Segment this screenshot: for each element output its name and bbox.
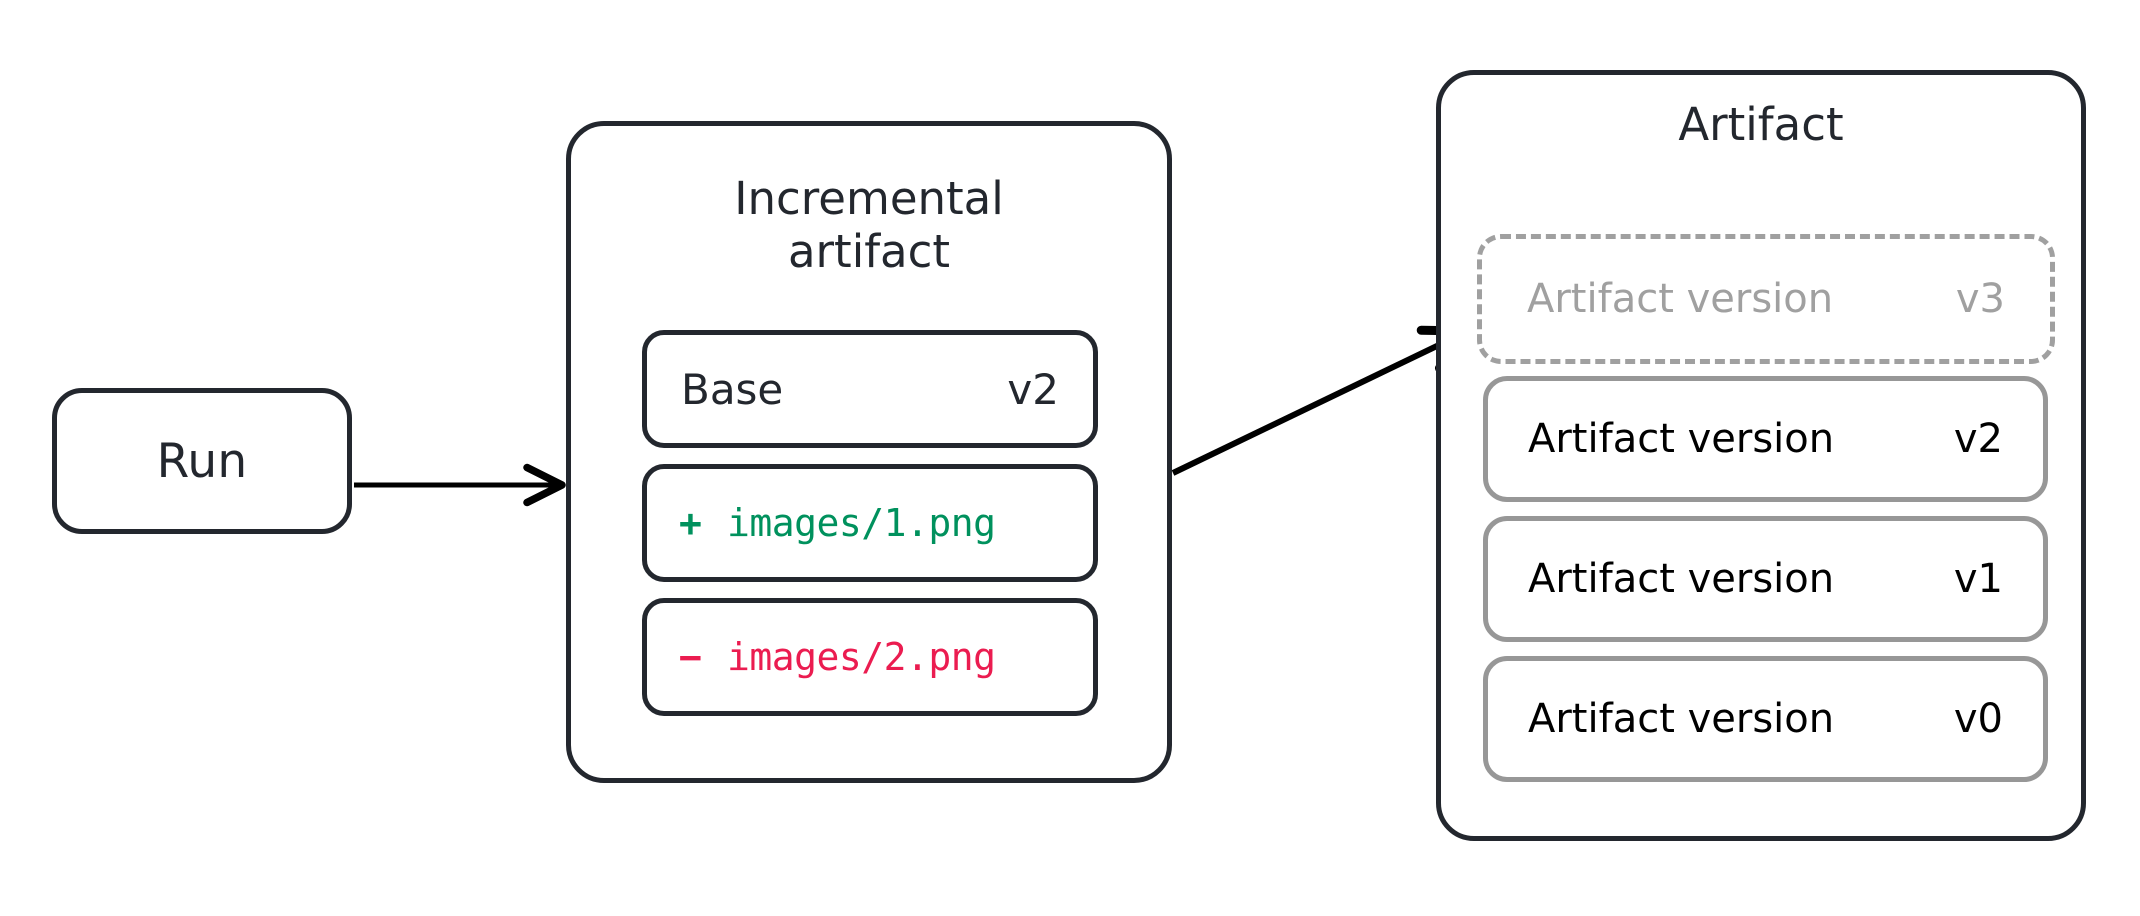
artifact-version-row-v1-content: Artifact version v1 [1488, 556, 2043, 602]
incremental-artifact-panel[interactable]: Incremental artifact Base v2 + images/1.… [566, 121, 1172, 783]
artifact-version-label: Artifact version [1528, 556, 1835, 602]
artifact-version-number: v2 [1953, 416, 2003, 462]
artifact-version-row-v0[interactable]: Artifact version v0 [1483, 656, 2048, 782]
artifact-version-number: v1 [1953, 556, 2003, 602]
incremental-row-added[interactable]: + images/1.png [642, 464, 1098, 582]
incremental-row-removed-content: − images/2.png [647, 635, 1093, 679]
incremental-row-removed[interactable]: − images/2.png [642, 598, 1098, 716]
incremental-artifact-title: Incremental artifact [734, 172, 1004, 278]
incremental-added-path: images/1.png [727, 501, 996, 545]
run-label: Run [156, 433, 248, 489]
artifact-version-label: Artifact version [1528, 416, 1835, 462]
plus-icon: + [679, 501, 702, 545]
artifact-title: Artifact [1678, 98, 1844, 151]
incremental-base-version: v2 [1007, 364, 1059, 414]
incremental-row-base-content: Base v2 [647, 365, 1093, 414]
incremental-base-label: Base [681, 364, 784, 414]
artifact-version-row-v2-content: Artifact version v2 [1488, 416, 2043, 462]
artifact-version-label: Artifact version [1528, 696, 1835, 742]
incremental-row-base[interactable]: Base v2 [642, 330, 1098, 448]
artifact-version-label: Artifact version [1527, 276, 1834, 322]
incremental-removed-path: images/2.png [727, 635, 996, 679]
artifact-version-row-v2[interactable]: Artifact version v2 [1483, 376, 2048, 502]
arrow-incremental-to-artifact [1171, 325, 1473, 476]
artifact-version-row-v0-content: Artifact version v0 [1488, 696, 2043, 742]
artifact-version-row-v1[interactable]: Artifact version v1 [1483, 516, 2048, 642]
artifact-version-number: v0 [1953, 696, 2003, 742]
artifact-version-number: v3 [1955, 276, 2005, 322]
run-node[interactable]: Run [52, 388, 352, 534]
incremental-row-added-content: + images/1.png [647, 501, 1093, 545]
minus-icon: − [679, 635, 702, 679]
artifact-panel[interactable]: Artifact Artifact version v3 Artifact ve… [1436, 70, 2086, 841]
artifact-version-row-pending[interactable]: Artifact version v3 [1477, 234, 2055, 364]
artifact-version-row-pending-content: Artifact version v3 [1482, 276, 2050, 322]
